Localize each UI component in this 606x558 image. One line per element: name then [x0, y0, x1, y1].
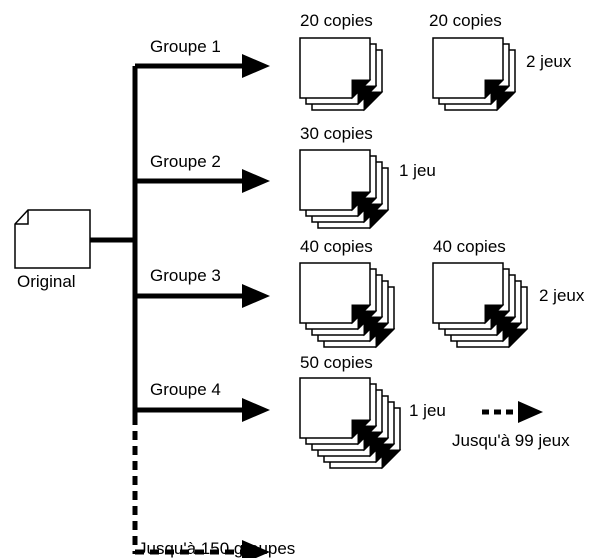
max-sets-label: Jusqu'à 99 jeux — [452, 431, 570, 450]
group4-label: Groupe 4 — [150, 380, 221, 399]
paper-stack-icon — [299, 377, 402, 470]
original-document-icon — [14, 209, 91, 269]
paper-stack-icon — [432, 37, 517, 112]
group2-sets-label: 1 jeu — [399, 161, 436, 180]
group3-sets-label: 2 jeux — [539, 286, 585, 305]
paper-stack-icon — [299, 149, 390, 230]
more-groups-arrow — [135, 540, 270, 558]
group2-copies-label: 30 copies — [300, 124, 373, 143]
paper-stack-icon — [432, 262, 529, 349]
group3-copies-label-2: 40 copies — [433, 237, 506, 256]
paper-stack-icon — [299, 262, 396, 349]
group2-label: Groupe 2 — [150, 152, 221, 171]
paper-stack-icon — [299, 37, 384, 112]
group1-arrow — [135, 54, 270, 78]
group3-label: Groupe 3 — [150, 266, 221, 285]
group4-sets-label: 1 jeu — [409, 401, 446, 420]
more-sets-arrow — [482, 401, 543, 423]
group4-arrow — [135, 398, 270, 422]
group2-arrow — [135, 169, 270, 193]
group1-sets-label: 2 jeux — [526, 52, 572, 71]
original-label: Original — [17, 272, 76, 291]
group1-copies-label-2: 20 copies — [429, 11, 502, 30]
group4-copies-label: 50 copies — [300, 353, 373, 372]
max-groups-label: Jusqu'à 150 groupes — [138, 539, 296, 558]
group3-arrow — [135, 284, 270, 308]
group3-copies-label: 40 copies — [300, 237, 373, 256]
group1-label: Groupe 1 — [150, 37, 221, 56]
group1-copies-label: 20 copies — [300, 11, 373, 30]
